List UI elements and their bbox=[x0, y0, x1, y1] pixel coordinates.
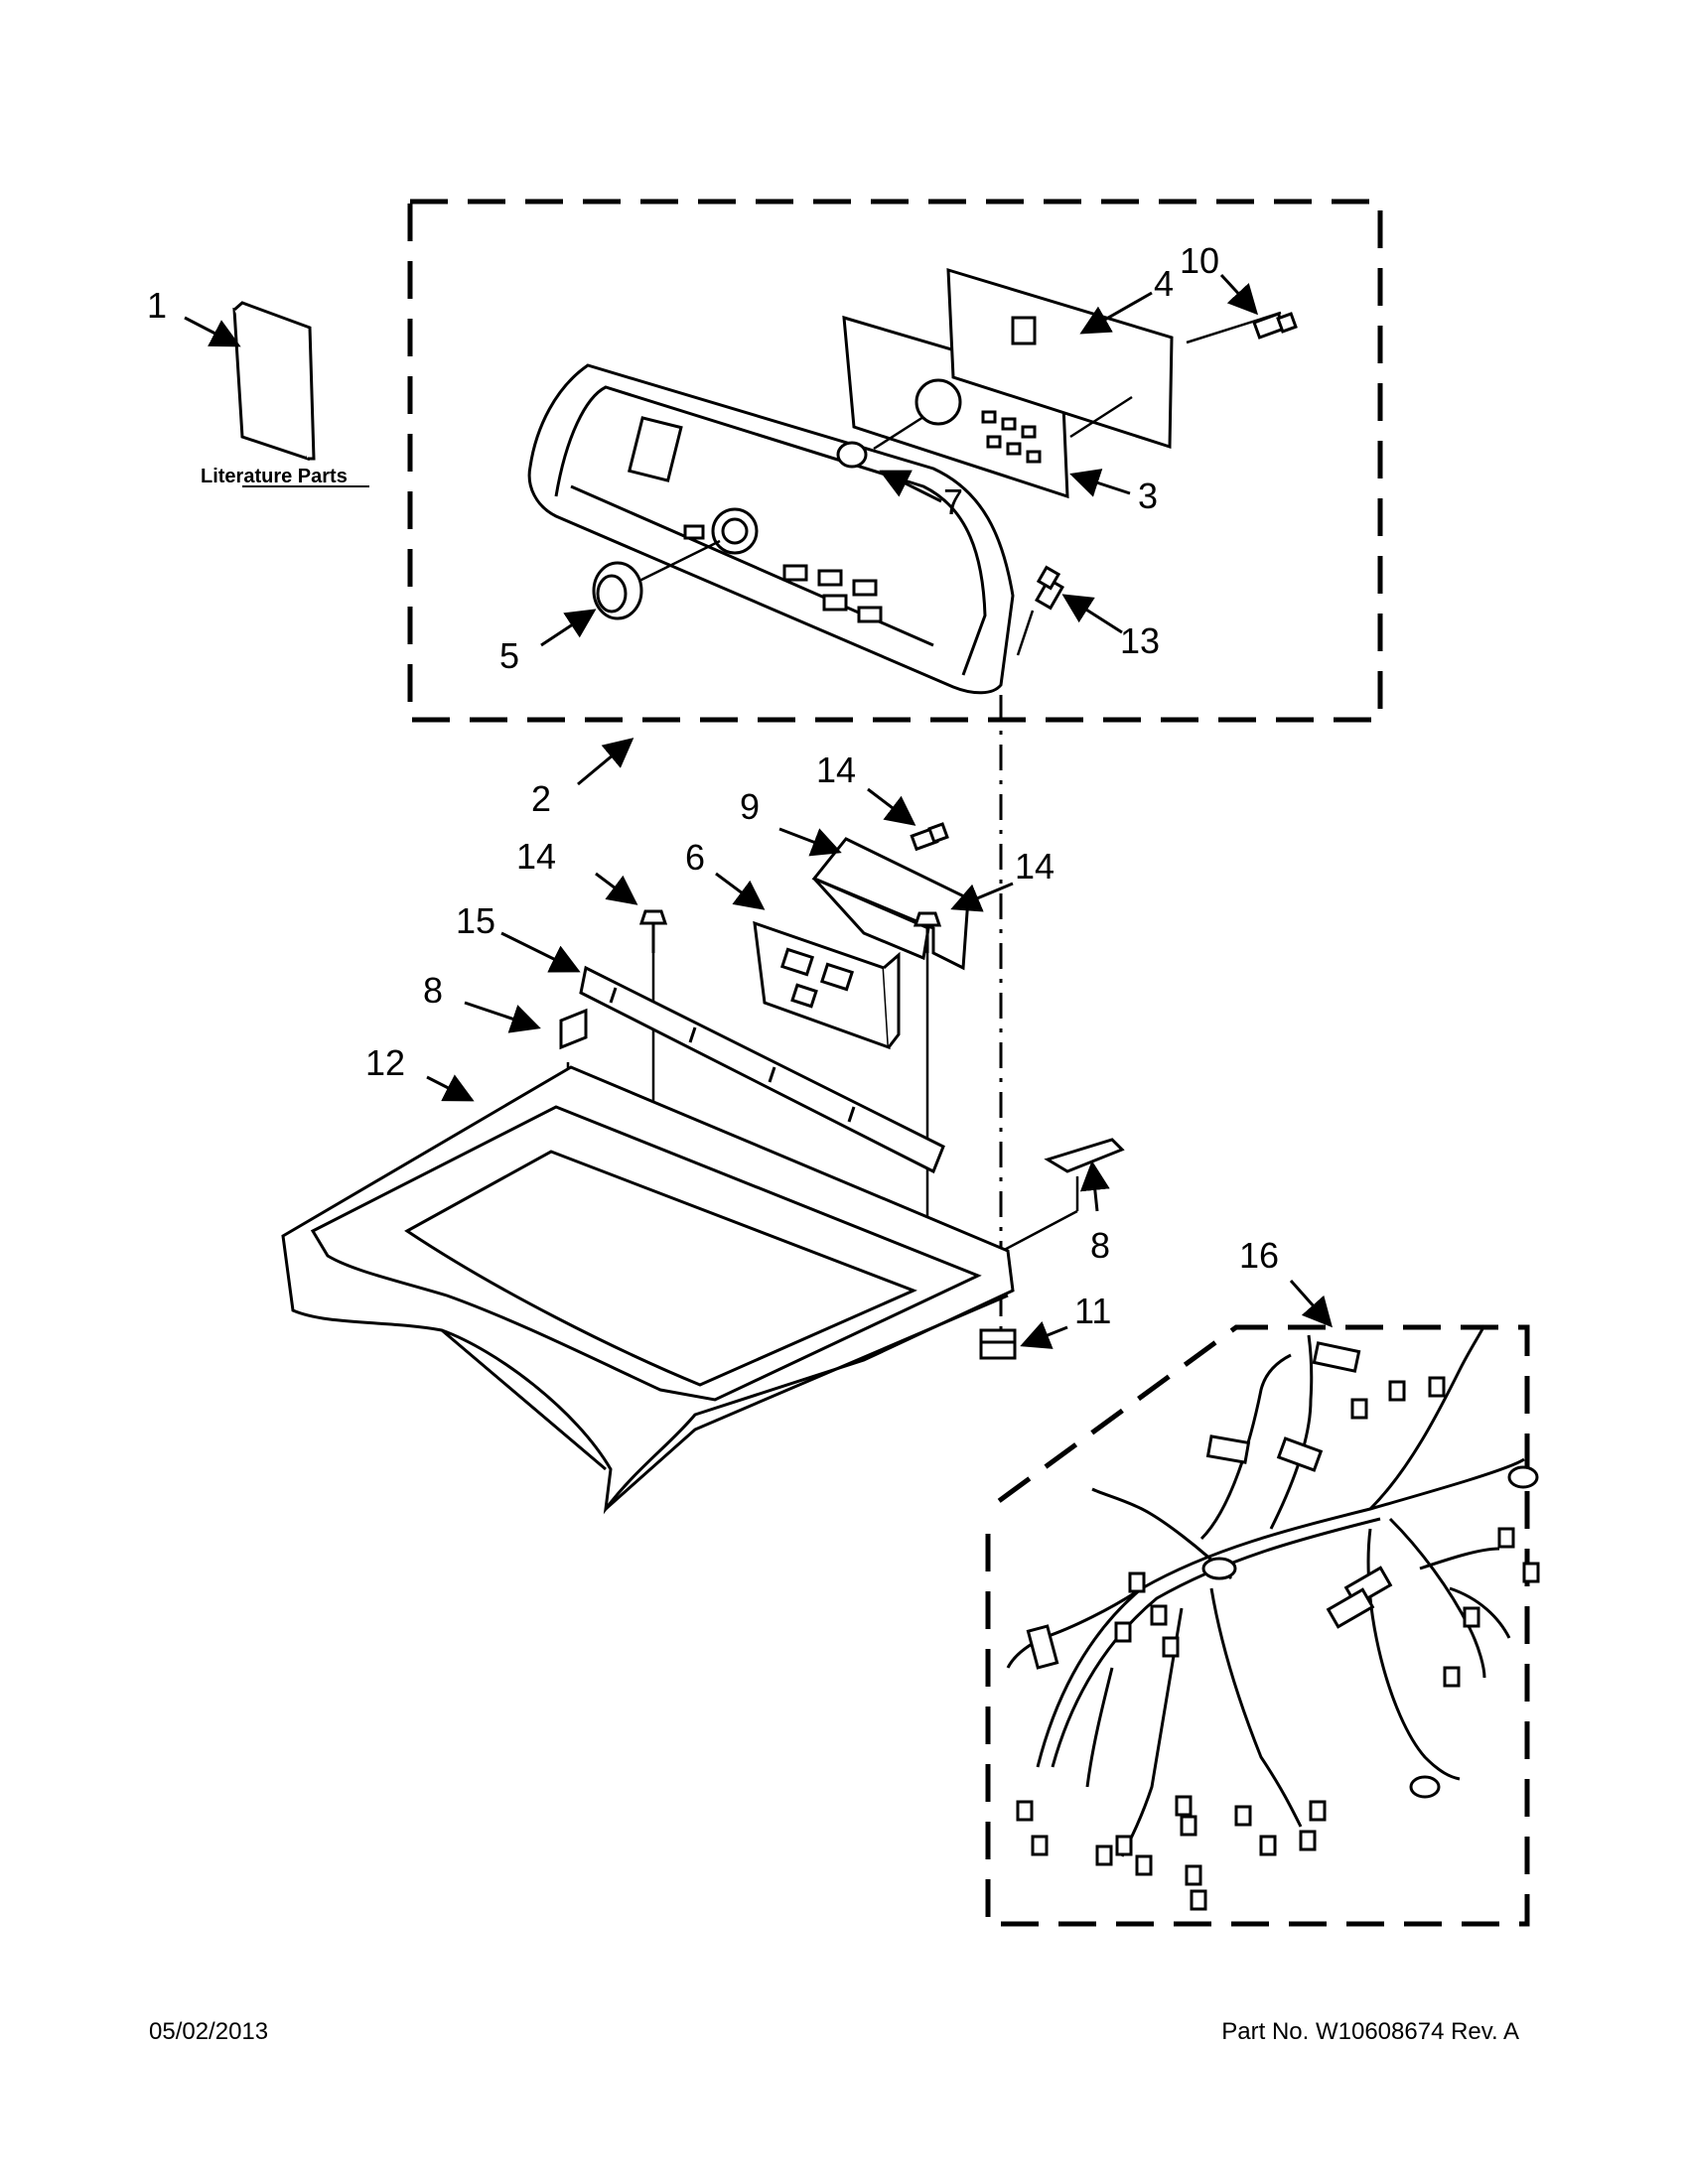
literature-parts-label: Literature Parts bbox=[201, 466, 348, 487]
mounting-bracket-icon bbox=[811, 837, 970, 971]
callout-14-right: 14 bbox=[1015, 846, 1055, 887]
support-rail-icon bbox=[579, 965, 945, 1174]
callout-9: 9 bbox=[740, 786, 760, 827]
control-knob-icon bbox=[592, 561, 643, 620]
harness-ground-terminal-icons bbox=[1201, 1465, 1539, 1799]
callout-3: 3 bbox=[1138, 476, 1158, 516]
callout-6: 6 bbox=[685, 837, 705, 878]
callout-5: 5 bbox=[499, 635, 519, 676]
clip-icon-left bbox=[559, 1008, 588, 1050]
clip-icon-right bbox=[1044, 1138, 1125, 1173]
callout-13: 13 bbox=[1120, 620, 1160, 661]
harness-connector-icons bbox=[1016, 1341, 1540, 1911]
foot-icon bbox=[979, 1328, 1017, 1360]
wire-harness-icon bbox=[1006, 1324, 1525, 1857]
screw-icon-13 bbox=[1035, 565, 1064, 611]
screw-icon-14-top bbox=[910, 822, 949, 852]
footer-date: 05/02/2013 bbox=[149, 2018, 269, 2045]
literature-booklet-icon bbox=[232, 301, 316, 462]
wire-harness-boundary bbox=[985, 1324, 1530, 1927]
screw-icon-14-left bbox=[638, 909, 668, 953]
callout-14-top: 14 bbox=[816, 750, 856, 790]
screw-icon-10 bbox=[1252, 312, 1298, 340]
grommet-icon bbox=[836, 441, 868, 469]
screw-icon-14-right bbox=[913, 911, 942, 953]
callout-4: 4 bbox=[1154, 263, 1174, 304]
callout-8-right: 8 bbox=[1090, 1225, 1110, 1266]
footer-part-number: Part No. W10608674 Rev. A bbox=[1221, 2018, 1519, 2045]
control-module-icon bbox=[753, 920, 901, 1050]
top-panel-icon bbox=[281, 1065, 1015, 1515]
callout-7: 7 bbox=[943, 481, 963, 522]
callout-2: 2 bbox=[531, 778, 551, 819]
control-console-icon bbox=[527, 363, 1015, 695]
callout-11: 11 bbox=[1074, 1291, 1111, 1331]
callout-leaders bbox=[184, 273, 1333, 1349]
callout-15: 15 bbox=[456, 900, 495, 941]
console-assembly-boundary bbox=[407, 199, 1383, 723]
callout-10: 10 bbox=[1180, 240, 1219, 281]
callout-14-left: 14 bbox=[516, 836, 556, 877]
callout-1: 1 bbox=[147, 285, 167, 326]
callout-8-left: 8 bbox=[423, 970, 443, 1011]
callout-16: 16 bbox=[1239, 1235, 1279, 1276]
callout-12: 12 bbox=[365, 1042, 405, 1083]
